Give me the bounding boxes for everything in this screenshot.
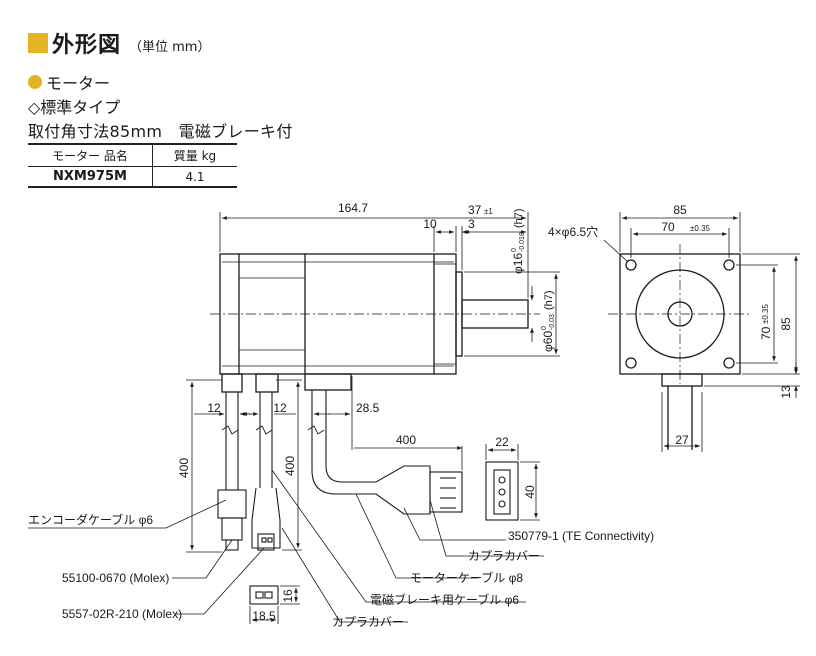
- dim-cable-400b: 400: [283, 456, 297, 476]
- dim-pilot-fit-bot: -0.03: [549, 314, 556, 330]
- section-motor: モーター: [28, 70, 110, 94]
- header-mass: 質量 kg: [152, 143, 237, 167]
- spec-table: モーター 品名 質量 kg NXM975M 4.1: [28, 143, 237, 188]
- dim-holes: 4×φ6.5穴: [548, 224, 598, 239]
- dim-pilot-fit-suffix: (h7): [543, 290, 555, 310]
- dim-total-length: 164.7: [338, 201, 368, 215]
- callout-brake-conn: 5557-02R-210 (Molex): [62, 607, 182, 621]
- callout-encoder-conn: 55100-0670 (Molex): [62, 571, 169, 585]
- dim-flange: 85: [673, 203, 687, 217]
- dim-shaft-fit-bot: -0.018: [519, 232, 526, 252]
- dim-hole-pitch: 70: [661, 220, 675, 234]
- dim-conn-h: 40: [523, 485, 537, 499]
- callout-te-conn: 350779-1 (TE Connectivity): [508, 529, 654, 543]
- dim-side-85: 85: [779, 317, 793, 331]
- dim-hole-pitch-tol: ±0.35: [690, 224, 711, 233]
- bullet-dot-icon: [28, 75, 42, 89]
- callout-coupler-cover-b: カプラカバー: [332, 615, 404, 629]
- cell-mass: 4.1: [152, 166, 237, 188]
- section-type: ◇標準タイプ: [28, 98, 121, 117]
- callout-motor-cable: モーターケーブル φ8: [410, 570, 523, 585]
- section-spec: 取付角寸法85mm 電磁ブレーキ付: [28, 122, 293, 141]
- dim-shaft-dia: φ16: [511, 253, 525, 274]
- dim-pilot-fit-top: 0: [541, 326, 548, 330]
- table-row: NXM975M 4.1: [28, 166, 237, 188]
- dim-cable-400a: 400: [177, 458, 191, 478]
- dim-shaft-length: 37: [468, 203, 482, 217]
- cables: [217, 390, 519, 605]
- dim-conn-w: 22: [495, 435, 509, 449]
- dim-cable-offset: 28.5: [356, 401, 380, 415]
- section-motor-label: モーター: [46, 74, 111, 93]
- dim-cable-400c: 400: [396, 433, 416, 447]
- callout-coupler-cover-a: カプラカバー: [468, 549, 540, 563]
- dim-small-h: 16: [281, 589, 295, 603]
- dim-small-w: 18.5: [252, 609, 276, 623]
- spec-table-header: モーター 品名 質量 kg: [28, 143, 237, 167]
- dim-side-70-tol: ±0.35: [761, 303, 770, 324]
- dim-outlet-13: 13: [779, 385, 793, 399]
- dim-10: 10: [423, 217, 437, 231]
- motor-side-view: [210, 253, 540, 393]
- dim-cable-12a: 12: [207, 401, 221, 415]
- page-title: 外形図: [52, 33, 122, 58]
- dim-shaft-tol: ±1: [484, 207, 493, 216]
- dim-3: 3: [468, 217, 475, 231]
- dim-side-70: 70: [759, 326, 773, 340]
- dimension-lines: [28, 212, 800, 624]
- callout-encoder-cable: エンコーダケーブル φ6: [28, 512, 153, 527]
- dim-outlet-27: 27: [675, 433, 689, 447]
- dim-shaft-fit-top: 0: [511, 248, 518, 252]
- cell-model: NXM975M: [28, 166, 153, 188]
- callout-brake-cable: 電磁ブレーキ用ケーブル φ6: [370, 592, 519, 607]
- dim-cable-12b: 12: [273, 401, 287, 415]
- page-heading: 外形図 （単位 mm）: [28, 28, 210, 58]
- dim-shaft-fit-suffix: (h7): [513, 208, 525, 228]
- heading-marker: [28, 33, 48, 53]
- dim-pilot-dia: φ60: [541, 331, 555, 352]
- unit-note: （単位 mm）: [129, 39, 211, 55]
- header-model: モーター 品名: [28, 143, 153, 167]
- motor-front-view: [608, 244, 752, 450]
